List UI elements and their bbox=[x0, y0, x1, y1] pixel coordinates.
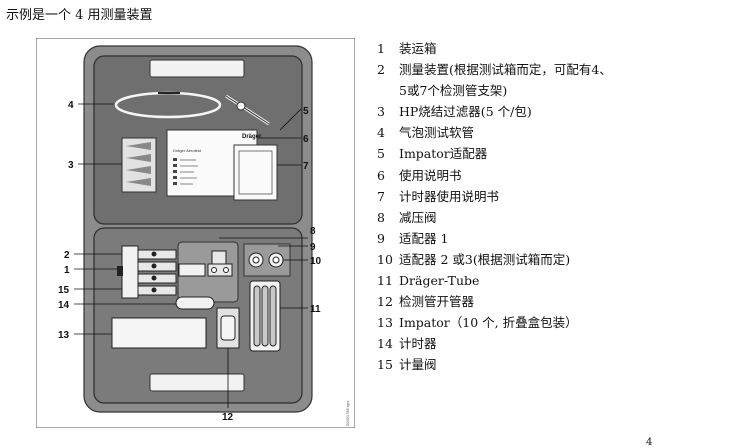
callout-9: 9 bbox=[310, 242, 316, 253]
figure-code: 00321785.eps bbox=[345, 401, 350, 426]
case-diagram: Dräger Aerotest Dräger bbox=[36, 38, 355, 428]
callout-1: 1 bbox=[64, 265, 70, 276]
tray-handle-slot bbox=[149, 373, 245, 392]
page-number: 4 bbox=[646, 437, 653, 448]
callout-2: 2 bbox=[64, 250, 70, 261]
callout-5: 5 bbox=[303, 106, 309, 117]
callout-lines bbox=[74, 103, 308, 408]
drager-tube-pack-icon bbox=[249, 280, 281, 352]
measuring-device-icon bbox=[117, 245, 177, 299]
impator-box-icon bbox=[111, 317, 207, 349]
callout-6: 6 bbox=[303, 134, 309, 145]
callout-12: 12 bbox=[222, 412, 234, 423]
adapter-pair-icon bbox=[243, 243, 291, 277]
callout-14: 14 bbox=[58, 300, 70, 311]
callout-13: 13 bbox=[58, 330, 70, 341]
callout-11: 11 bbox=[310, 304, 321, 315]
hp-filter-pack-icon bbox=[121, 137, 157, 193]
callout-7: 7 bbox=[303, 161, 309, 172]
callout-8: 8 bbox=[310, 226, 316, 237]
lid-handle-slot bbox=[149, 59, 245, 78]
figure-caption: 示例是一个 4 用测量装置 bbox=[6, 8, 153, 23]
callout-3: 3 bbox=[68, 160, 74, 171]
callout-4: 4 bbox=[68, 100, 74, 111]
impator-adapter-icon bbox=[225, 94, 270, 126]
pressure-reducer-icon bbox=[177, 241, 239, 303]
tube-opener-icon bbox=[216, 307, 240, 349]
callout-15: 15 bbox=[58, 285, 70, 296]
timer-icon bbox=[175, 296, 215, 310]
manual-subtitle: Dräger Aerotest bbox=[173, 148, 202, 153]
legend-item-continued: 5或7个检测管支架) bbox=[399, 83, 508, 99]
callout-10: 10 bbox=[310, 256, 322, 267]
manual-logo: Dräger bbox=[242, 134, 262, 140]
timer-manual-icon bbox=[233, 144, 278, 201]
